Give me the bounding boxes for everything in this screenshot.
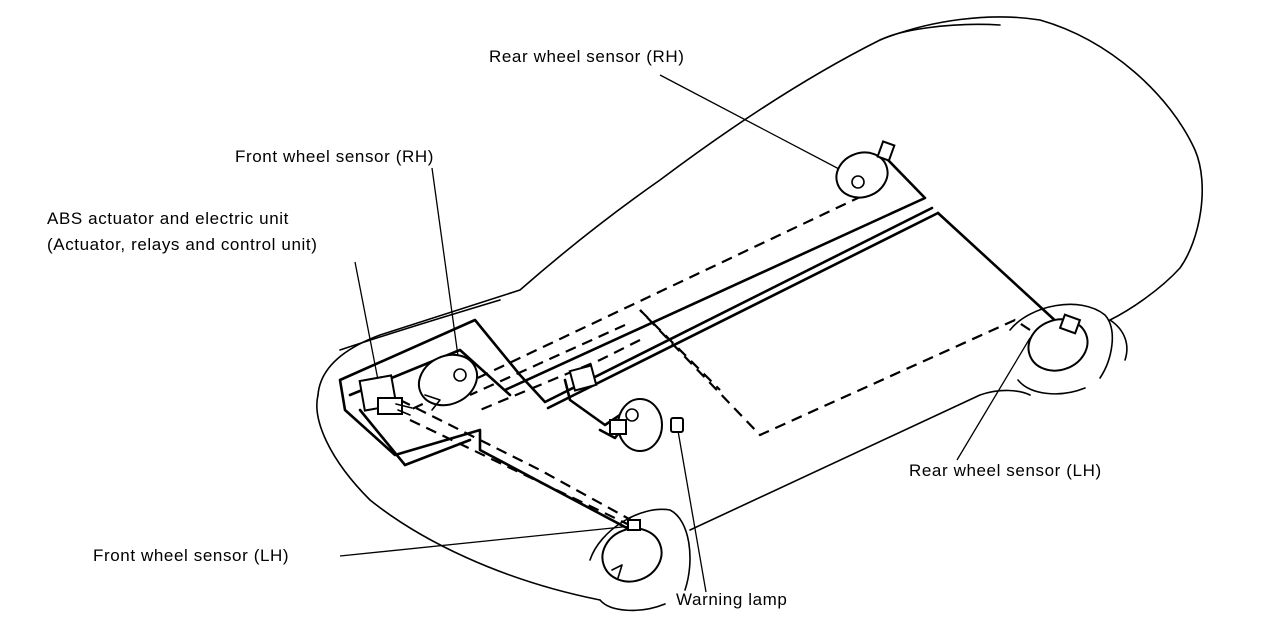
leader-lines [339,74,1031,593]
master-cylinder-booster [609,398,663,452]
rear-wheel-sensor-rh-label: Rear wheel sensor (RH) [489,47,685,66]
rear-wheel-sensor-lh [1027,313,1089,372]
abs-actuator [358,374,413,416]
warning-lamp-label: Warning lamp [676,590,788,609]
front-wheel-sensor-rh-label: Front wheel sensor (RH) [235,147,434,166]
junction-block [568,364,598,392]
front-wheel-sensor-lh [601,519,663,583]
vehicle-body-outline [316,16,1204,612]
abs-actuator-label-line1: ABS actuator and electric unit [47,209,289,228]
rear-wheel-sensor-rh [835,140,896,199]
warning-lamp-part [670,417,684,433]
front-wheel-sensor-lh-label: Front wheel sensor (LH) [93,546,290,565]
abs-actuator-label-line2: (Actuator, relays and control unit) [47,235,318,254]
front-wheel-sensor-rh [417,353,479,411]
sensor-harness-dashed [399,195,1031,531]
rear-wheel-sensor-lh-label: Rear wheel sensor (LH) [909,461,1102,480]
